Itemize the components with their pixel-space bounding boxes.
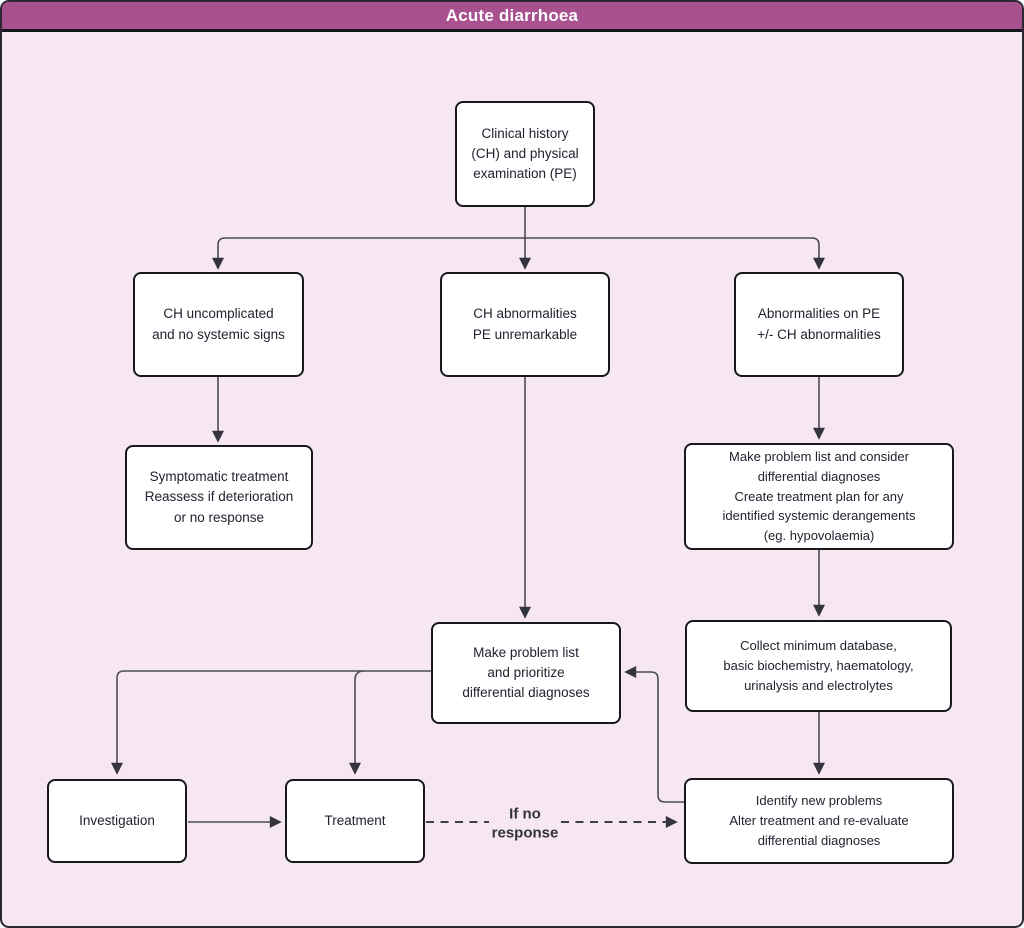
connector-prioritize-to-treatment [349,670,365,775]
node-clinical-history: Clinical history (CH) and physical exami… [455,101,595,207]
diagram-title: Acute diarrhoea [445,5,579,25]
node-ch-abnormalities: CH abnormalities PE unremarkable [440,272,610,377]
node-symptomatic-treatment: Symptomatic treatment Reassess if deteri… [125,445,313,550]
connector-branch-right [525,237,825,270]
edge-label-if-no-response: If no response [491,805,559,841]
connector-branch-left [212,237,525,270]
connector-prioritize-to-investigation [111,670,431,775]
node-problem-list-consider: Make problem list and consider different… [684,443,954,550]
node-abnormalities-on-pe: Abnormalities on PE +/- CH abnormalities [734,272,904,377]
node-treatment: Treatment [285,779,425,863]
node-investigation: Investigation [47,779,187,863]
node-ch-uncomplicated: CH uncomplicated and no systemic signs [133,272,304,377]
title-bar: Acute diarrhoea [2,2,1022,32]
connector-identify-to-prioritize-loop [624,666,684,803]
node-identify-new-problems: Identify new problems Alter treatment an… [684,778,954,864]
node-problem-list-prioritize: Make problem list and prioritize differe… [431,622,621,724]
node-collect-database: Collect minimum database, basic biochemi… [685,620,952,712]
